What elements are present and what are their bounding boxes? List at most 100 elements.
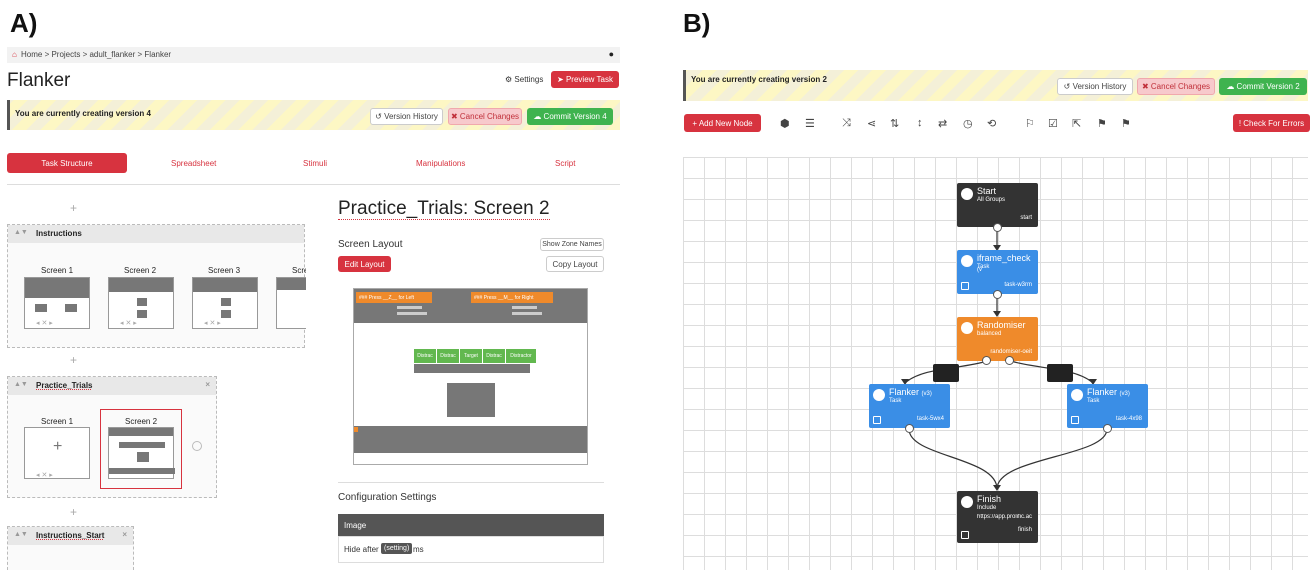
connector-dot[interactable]	[905, 424, 914, 433]
sort-icon[interactable]: ▲▼	[14, 531, 28, 538]
history-icon: ↺	[375, 112, 385, 121]
shuffle-icon[interactable]: ⤨	[842, 117, 851, 129]
sort-icon[interactable]: ▲▼	[14, 381, 28, 388]
settings-label: Settings	[514, 75, 544, 84]
branch-ratio-icon[interactable]	[1047, 364, 1073, 382]
branch-ratio-icon[interactable]	[933, 364, 959, 382]
close-icon[interactable]: ×	[205, 380, 210, 389]
selected-screen[interactable]	[100, 409, 182, 489]
copy-icon[interactable]	[1071, 416, 1079, 424]
connector-dot[interactable]	[982, 356, 991, 365]
breadcrumb: ⌂ Home > Projects > adult_flanker > Flan…	[7, 47, 620, 63]
copy-icon[interactable]	[873, 416, 881, 424]
screen-controls[interactable]: ◂ ✕ ▸	[36, 472, 53, 479]
edit-layout-button[interactable]: Edit Layout	[338, 256, 391, 272]
screen-controls[interactable]: ◂ ✕ ▸	[36, 320, 53, 327]
sort-numeric-icon[interactable]: ⇅	[890, 118, 900, 130]
node-subtitle: Include	[977, 505, 997, 511]
vertical-arrows-icon[interactable]: ↕	[917, 117, 923, 129]
share-icon[interactable]: ⋖	[867, 118, 877, 130]
iframe-check-node[interactable]: iframe_check (v Task task-w3rm	[957, 250, 1038, 294]
screen-thumbnail[interactable]	[276, 277, 306, 329]
copy-icon[interactable]	[961, 531, 969, 539]
connector-dot[interactable]	[993, 290, 1002, 299]
flanker-node-right[interactable]: Flanker (v3) Task task-4x98	[1067, 384, 1148, 428]
settings-link[interactable]: ⚙ Settings	[505, 75, 543, 84]
version-history-label: Version History	[384, 112, 438, 121]
flag-checkered-icon[interactable]: ⚑	[1097, 118, 1107, 130]
close-icon: ✖	[450, 112, 460, 121]
edge	[908, 428, 998, 490]
screen-controls[interactable]: ◂ ✕ ▸	[120, 320, 137, 327]
commit-version-button-b[interactable]: ☁ Commit Version 2	[1219, 78, 1307, 95]
external-link-icon[interactable]: ⇱	[1072, 118, 1082, 130]
version-history-button[interactable]: ↺ Version History	[370, 108, 443, 125]
practice-title: Practice_Trials	[36, 381, 93, 390]
setting-badge[interactable]: (setting)	[381, 543, 413, 554]
tab-manipulations[interactable]: Manipulations	[416, 159, 466, 168]
image-config-header: Image	[338, 514, 604, 536]
checkbox-icon[interactable]: ☑	[1048, 118, 1058, 130]
screen-controls[interactable]: ◂ ✕ ▸	[204, 320, 221, 327]
finish-node[interactable]: Finish Include https://app.prolific.ac f…	[957, 491, 1038, 543]
commit-version-button[interactable]: ☁ Commit Version 4	[527, 108, 613, 125]
add-node-plus[interactable]: +	[70, 505, 78, 519]
tab-task-structure[interactable]: Task Structure	[7, 153, 127, 173]
preview-task-button[interactable]: ➤ Preview Task	[551, 71, 619, 88]
version-history-button-b[interactable]: ↺ Version History	[1057, 78, 1133, 95]
node-tag: task-4x98	[1115, 416, 1142, 422]
footer-zone	[354, 426, 587, 453]
screen-thumbnail[interactable]	[108, 277, 174, 329]
flanker-node-left[interactable]: Flanker (v3) Task task-5wx4	[869, 384, 950, 428]
sort-icon[interactable]: ▲▼	[14, 229, 28, 236]
connector-dot[interactable]	[1103, 424, 1112, 433]
info-icon[interactable]: ●	[608, 49, 614, 59]
close-icon[interactable]: ×	[122, 530, 127, 539]
node-title-text: iframe_check	[977, 253, 1031, 263]
node-version: (v3)	[1119, 391, 1130, 397]
node-tag: task-5wx4	[916, 416, 944, 422]
connector-dot[interactable]	[993, 223, 1002, 232]
screen-thumbnail[interactable]	[192, 277, 258, 329]
puzzle-icon	[1071, 389, 1083, 401]
flag-outline-icon[interactable]: ⚐	[1025, 118, 1035, 130]
send-icon: ➤	[557, 75, 566, 84]
list-icon[interactable]: ☰	[805, 118, 815, 130]
add-screen-icon[interactable]	[192, 441, 202, 451]
copy-icon[interactable]	[961, 282, 969, 290]
screen-thumbnail[interactable]	[24, 277, 90, 329]
connector-dot[interactable]	[1005, 356, 1014, 365]
stimulus-row: Distrac Distrac Target Distrac Distracto…	[414, 349, 536, 363]
add-new-node-button[interactable]: + Add New Node	[684, 114, 761, 132]
panel-label-a: A)	[10, 8, 38, 38]
screen-label: Screen 2	[124, 266, 157, 275]
node-tag: start	[1020, 215, 1032, 221]
start-node[interactable]: Start All Groups start	[957, 183, 1038, 227]
flag-icon[interactable]: ⚑	[1121, 118, 1131, 130]
cloud-icon: ☁	[1226, 82, 1237, 91]
screen-thumbnail[interactable]	[108, 427, 175, 479]
swap-icon[interactable]: ⇄	[938, 118, 948, 130]
show-zone-names-button[interactable]: Show Zone Names	[540, 238, 604, 251]
breadcrumb-text[interactable]: Home > Projects > adult_flanker > Flanke…	[21, 50, 172, 59]
tab-spreadsheet[interactable]: Spreadsheet	[171, 159, 217, 168]
stimulus-cell: Target	[460, 349, 482, 363]
clock-icon[interactable]: ◷	[963, 118, 973, 130]
image-config-body: Hide after (setting) ms	[338, 536, 604, 563]
repeat-icon[interactable]: ⟲	[987, 118, 997, 130]
tab-stimuli[interactable]: Stimuli	[303, 159, 328, 168]
add-node-plus[interactable]: +	[70, 201, 78, 215]
add-node-plus[interactable]: +	[70, 353, 78, 367]
cancel-changes-button[interactable]: ✖ Cancel Changes	[448, 108, 522, 125]
hide-after-label: Hide after	[344, 545, 379, 554]
copy-layout-button[interactable]: Copy Layout	[546, 256, 604, 272]
cancel-changes-button-b[interactable]: ✖ Cancel Changes	[1137, 78, 1215, 95]
tab-script[interactable]: Script	[555, 159, 576, 168]
divider	[338, 482, 604, 483]
check-for-errors-button[interactable]: ! Check For Errors	[1233, 114, 1310, 132]
node-subtitle: Task	[977, 264, 990, 270]
node-tag: task-w3rm	[1004, 282, 1032, 288]
randomiser-node[interactable]: Randomiser balanced randomiser-oeit	[957, 317, 1038, 361]
screen-thumbnail[interactable]: +	[24, 427, 90, 479]
cube-icon[interactable]: ⬢	[780, 118, 790, 130]
